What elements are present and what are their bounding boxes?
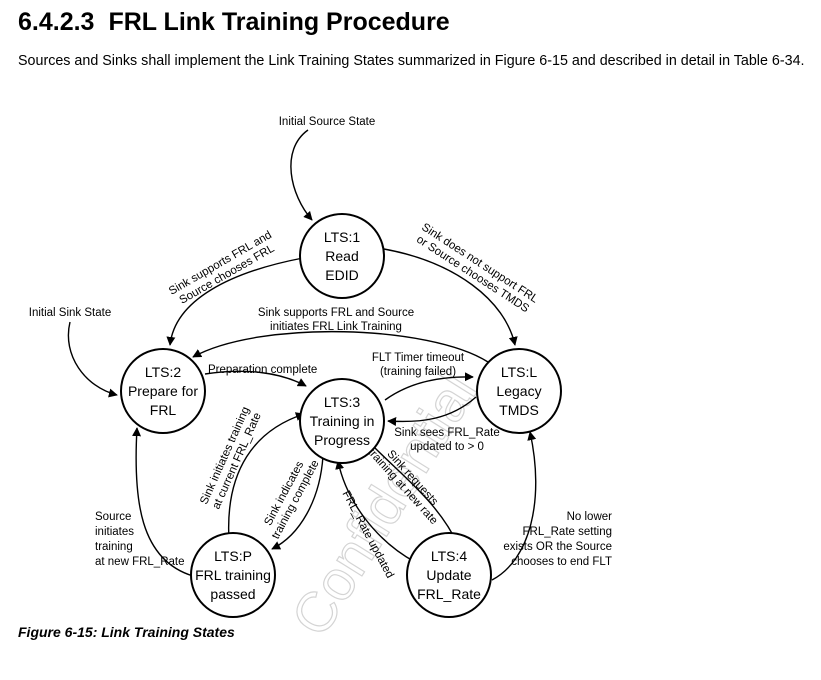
label-lts3-to-ltsp: Sink indicates training complete [262, 458, 321, 541]
arrow-ltsl-to-lts2 [192, 330, 489, 363]
svg-text:initiates FRL Link Training: initiates FRL Link Training [270, 321, 402, 333]
state-lts2: LTS:2 Prepare for FRL [120, 348, 206, 434]
state-ltsl: LTS:L Legacy TMDS [476, 348, 562, 434]
svg-text:LTS:2: LTS:2 [145, 364, 182, 380]
initial-sink-label: Initial Sink State [29, 307, 111, 319]
svg-text:No lower: No lower [567, 511, 613, 523]
arrow-lts4-to-ltsl [491, 431, 537, 581]
svg-text:LTS:L: LTS:L [501, 364, 538, 380]
initial-source-label: Initial Source State [279, 116, 376, 128]
svg-text:FRL: FRL [150, 402, 177, 418]
label-lts4-to-ltsl: No lower FRL_Rate setting exists OR the … [503, 511, 612, 568]
svg-text:Read: Read [325, 248, 358, 264]
label-lts1-to-lts2: Sink supports FRL and Source chooses FRL [167, 229, 277, 307]
svg-text:Preparation complete: Preparation complete [208, 364, 317, 376]
intro-paragraph: Sources and Sinks shall implement the Li… [18, 53, 805, 69]
svg-text:Progress: Progress [314, 432, 370, 448]
label-ltsl-to-lts3: Sink sees FRL_Rate updated to > 0 [394, 427, 499, 453]
section-heading: 6.4.2.3 FRL Link Training Procedure [18, 8, 450, 37]
svg-text:at new FRL_Rate: at new FRL_Rate [95, 556, 185, 568]
svg-text:Sink supports FRL and Source: Sink supports FRL and Source [258, 307, 414, 319]
svg-text:training: training [95, 541, 133, 553]
arrow-lts1-to-ltsl [383, 248, 518, 346]
arrow-lts2-to-lts3 [204, 370, 307, 387]
svg-text:FRL_Rate setting: FRL_Rate setting [523, 526, 613, 538]
label-ltsl-to-lts2: Sink supports FRL and Source initiates F… [258, 307, 414, 333]
svg-text:Update: Update [426, 567, 471, 583]
label-lts2-to-lts3: Preparation complete [208, 364, 317, 376]
arrow-lts3-to-ltsl [384, 372, 474, 401]
arrow-lts4-to-lts3 [335, 460, 416, 563]
svg-text:FLT Timer timeout: FLT Timer timeout [372, 352, 465, 364]
svg-text:(training failed): (training failed) [380, 366, 456, 378]
arrow-ltsp-to-lts2 [132, 427, 194, 577]
svg-text:FRL training: FRL training [195, 567, 271, 583]
svg-text:or Source chooses TMDS: or Source chooses TMDS [414, 234, 531, 316]
arrow-ltsl-to-lts3 [387, 396, 477, 426]
svg-text:EDID: EDID [325, 267, 358, 283]
svg-text:Legacy: Legacy [496, 383, 541, 399]
figure-caption: Figure 6-15: Link Training States [18, 624, 235, 640]
svg-text:Sink does not support FRL: Sink does not support FRL [419, 221, 540, 306]
section-number: 6.4.2.3 [18, 8, 95, 36]
svg-text:Prepare for: Prepare for [128, 383, 198, 399]
label-lts1-to-ltsl: Sink does not support FRL or Source choo… [414, 221, 540, 316]
initial-source-arrow [290, 129, 313, 221]
initial-sink-arrow [67, 321, 118, 398]
state-ltsp: LTS:P FRL training passed [190, 532, 276, 618]
label-ltsp-to-lts2: Source initiates training at new FRL_Rat… [95, 511, 185, 568]
svg-text:Training in: Training in [310, 413, 375, 429]
svg-text:Source: Source [95, 511, 131, 523]
svg-text:FRL_Rate: FRL_Rate [417, 586, 481, 602]
state-lts1: LTS:1 Read EDID [299, 213, 385, 299]
svg-text:passed: passed [210, 586, 255, 602]
svg-text:exists OR the Source: exists OR the Source [503, 541, 612, 553]
svg-text:initiates: initiates [95, 526, 134, 538]
state-lts3: LTS:3 Training in Progress [299, 378, 385, 464]
arrow-lts3-to-ltsp [271, 455, 324, 550]
section-title: FRL Link Training Procedure [108, 8, 450, 36]
svg-text:TMDS: TMDS [499, 402, 539, 418]
svg-text:chooses to end FLT: chooses to end FLT [511, 556, 612, 568]
arrow-ltsp-to-lts3 [227, 412, 305, 541]
arrow-lts1-to-lts2 [166, 257, 304, 346]
label-lts3-to-ltsl: FLT Timer timeout (training failed) [372, 352, 465, 378]
svg-text:updated to > 0: updated to > 0 [410, 441, 484, 453]
svg-text:LTS:4: LTS:4 [431, 548, 468, 564]
svg-text:LTS:P: LTS:P [214, 548, 252, 564]
svg-text:LTS:1: LTS:1 [324, 229, 361, 245]
svg-text:Sink sees FRL_Rate: Sink sees FRL_Rate [394, 427, 499, 439]
state-lts4: LTS:4 Update FRL_Rate [406, 532, 492, 618]
svg-text:LTS:3: LTS:3 [324, 394, 361, 410]
